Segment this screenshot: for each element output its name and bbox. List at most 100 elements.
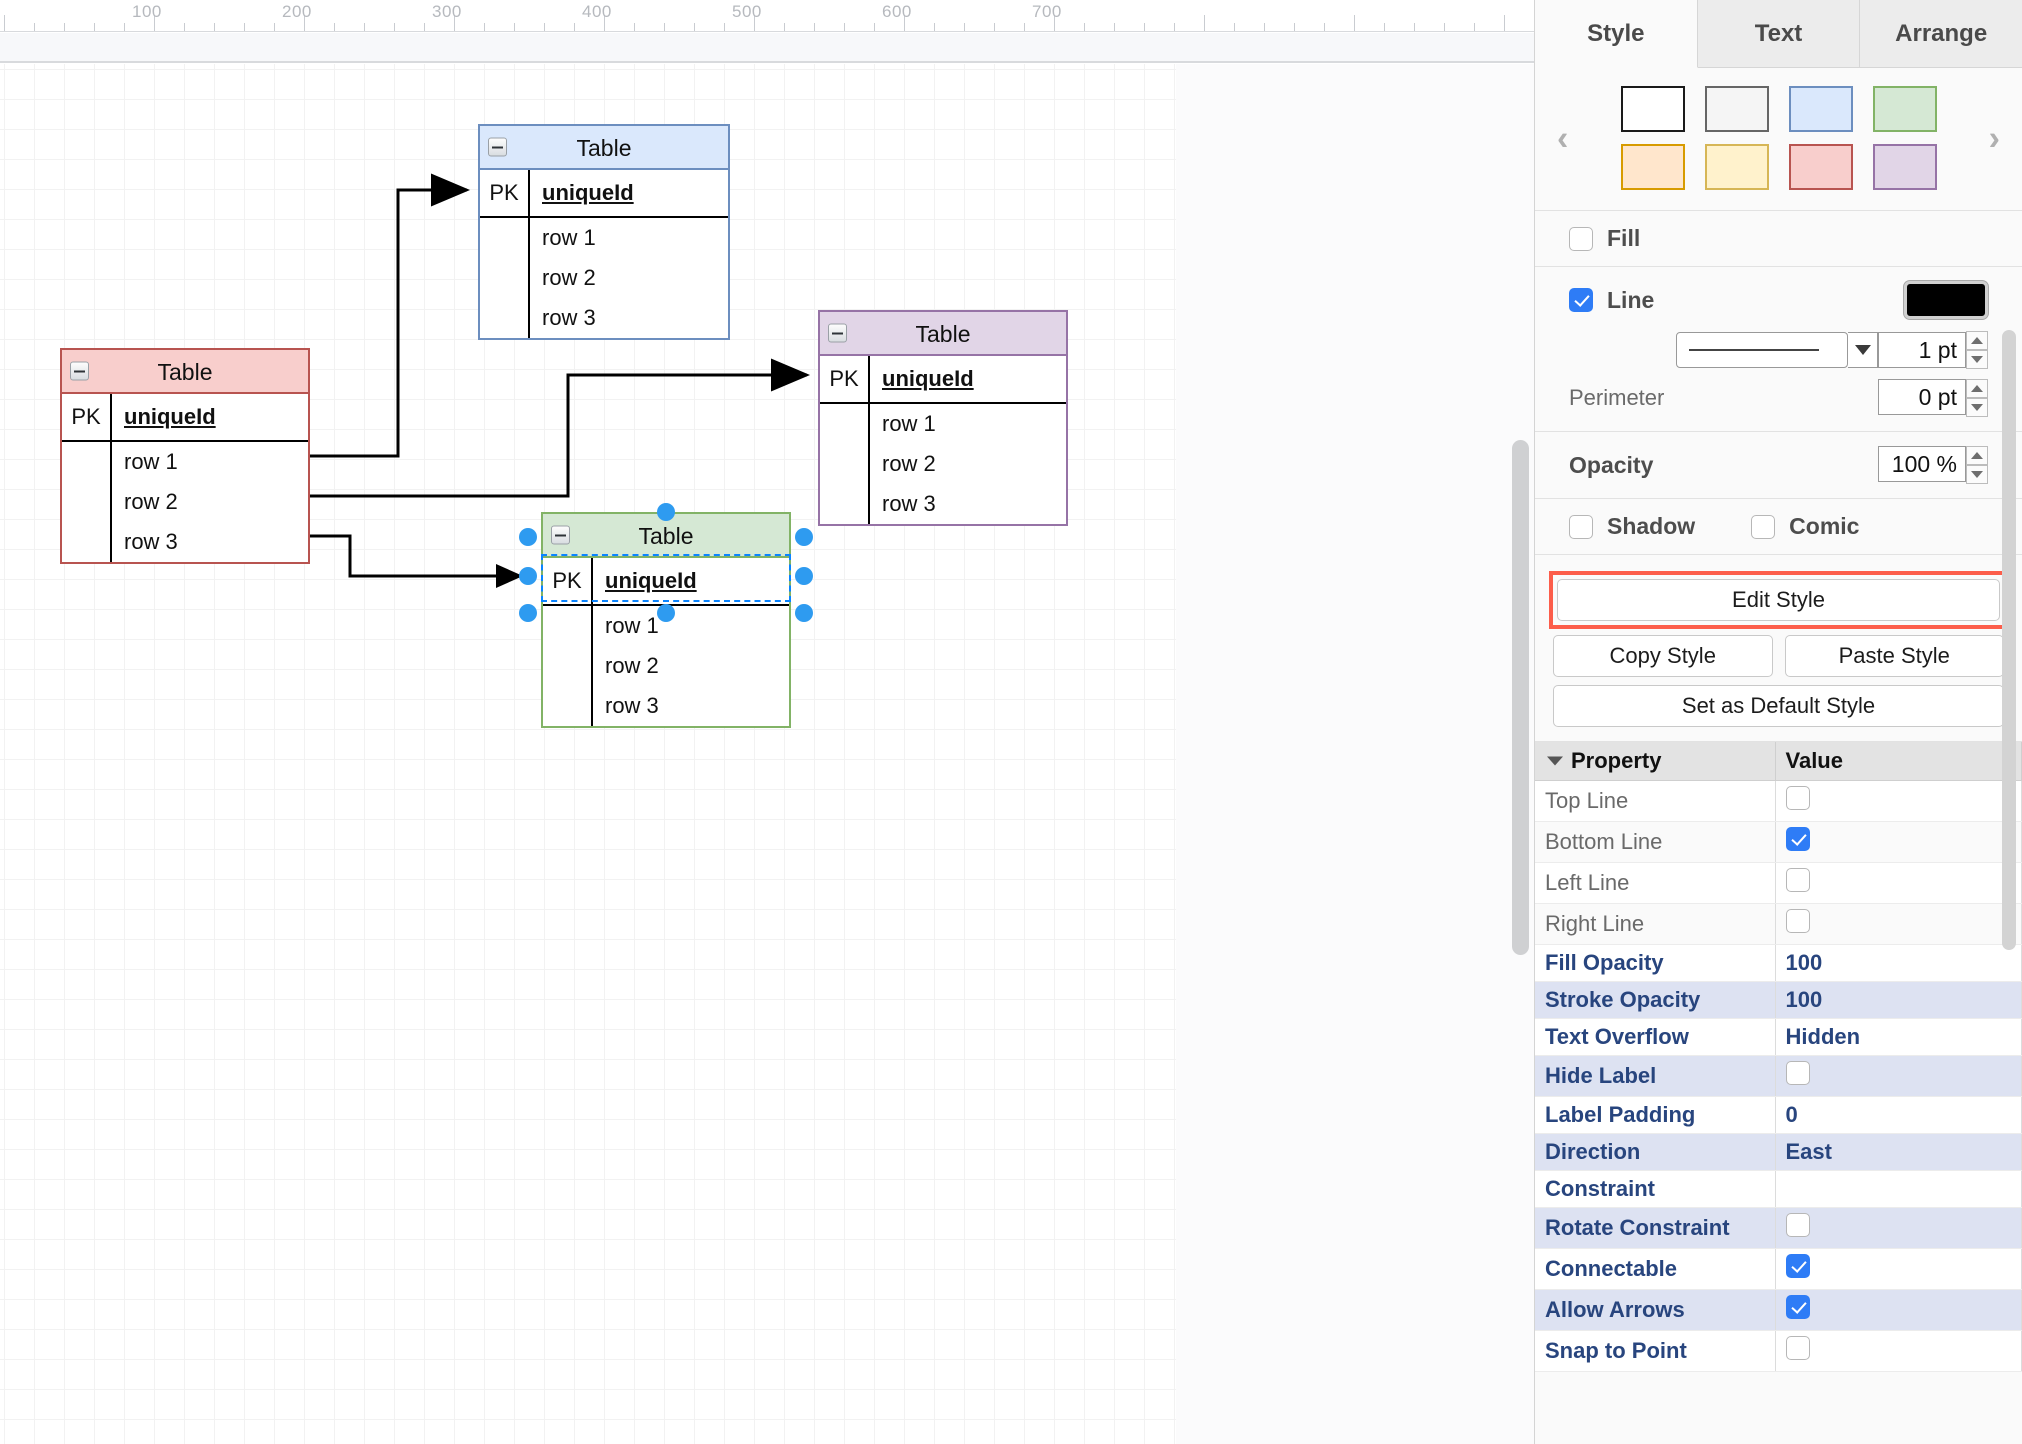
line-row[interactable]: Line [1535,281,2022,319]
style-swatch-3[interactable] [1873,86,1937,132]
stepper-down-icon[interactable] [1966,398,1988,417]
property-checkbox[interactable] [1786,1254,1810,1278]
er-row[interactable]: row 2 [62,482,308,522]
property-row[interactable]: Rotate Constraint [1535,1208,2022,1249]
property-row[interactable]: Label Padding0 [1535,1097,2022,1134]
tab-arrange[interactable]: Arrange [1860,0,2022,68]
property-checkbox[interactable] [1786,868,1810,892]
collapse-icon[interactable] [488,138,507,157]
property-checkbox[interactable] [1786,1336,1810,1360]
property-value[interactable] [1775,863,2022,904]
property-value[interactable] [1775,781,2022,822]
property-row[interactable]: Hide Label [1535,1056,2022,1097]
collapse-icon[interactable] [828,324,847,343]
property-checkbox[interactable] [1786,1295,1810,1319]
property-row[interactable]: Top Line [1535,781,2022,822]
er-row[interactable]: row 3 [543,686,789,726]
property-value[interactable] [1775,904,2022,945]
edit-style-button[interactable]: Edit Style [1557,579,2000,621]
property-value[interactable]: 100 [1775,945,2022,982]
style-swatch-2[interactable] [1789,86,1853,132]
property-row[interactable]: DirectionEast [1535,1134,2022,1171]
property-row[interactable]: Left Line [1535,863,2022,904]
resize-handle-right-middle[interactable] [795,567,813,585]
property-row[interactable]: Bottom Line [1535,822,2022,863]
er-table-red[interactable]: Table PK uniqueId row 1 row 2 r [60,348,310,564]
property-checkbox[interactable] [1786,1213,1810,1237]
property-row[interactable]: Text OverflowHidden [1535,1019,2022,1056]
property-value[interactable] [1775,1208,2022,1249]
opacity-input[interactable]: 100 % [1878,446,1966,482]
shadow-checkbox[interactable] [1569,515,1593,539]
er-row-pk[interactable]: PK uniqueId [62,394,308,442]
opacity-stepper[interactable] [1966,446,1988,484]
er-row[interactable]: row 3 [62,522,308,562]
property-value[interactable] [1775,1290,2022,1331]
property-row[interactable]: Constraint [1535,1171,2022,1208]
property-value[interactable] [1775,1056,2022,1097]
property-value[interactable] [1775,1249,2022,1290]
fill-checkbox[interactable] [1569,227,1593,251]
resize-handle-right-top[interactable] [795,528,813,546]
copy-style-button[interactable]: Copy Style [1553,635,1773,677]
property-row[interactable]: Allow Arrows [1535,1290,2022,1331]
er-row[interactable]: row 2 [480,258,728,298]
fill-row[interactable]: Fill [1535,225,2022,252]
property-value[interactable]: 0 [1775,1097,2022,1134]
property-value[interactable]: Hidden [1775,1019,2022,1056]
line-color-swatch[interactable] [1904,281,1988,319]
line-style-dropdown[interactable] [1676,332,1848,368]
style-swatch-6[interactable] [1789,144,1853,190]
set-as-default-style-button[interactable]: Set as Default Style [1553,685,2004,727]
resize-handle-left-top[interactable] [519,528,537,546]
er-table-header[interactable]: Table [820,312,1066,356]
er-table-purple[interactable]: Table PK uniqueId row 1 row 2 r [818,310,1068,526]
line-width-stepper[interactable] [1966,331,1988,369]
property-checkbox[interactable] [1786,786,1810,810]
property-value[interactable]: 100 [1775,982,2022,1019]
swatches-next-icon[interactable]: › [1989,120,2000,159]
tab-style[interactable]: Style [1535,0,1698,68]
er-row[interactable]: row 1 [820,404,1066,444]
er-row[interactable]: row 3 [480,298,728,338]
chevron-down-icon[interactable] [1848,332,1878,368]
stepper-up-icon[interactable] [1966,379,1988,398]
tab-text[interactable]: Text [1698,0,1861,68]
er-row-pk-selected[interactable]: PK uniqueId [543,558,789,606]
property-column-header[interactable]: Property [1535,742,1775,781]
style-swatch-0[interactable] [1621,86,1685,132]
resize-handle-left-bottom[interactable] [519,604,537,622]
er-row-pk[interactable]: PK uniqueId [820,356,1066,404]
line-width-input[interactable]: 1 pt [1878,332,1966,368]
perimeter-input[interactable]: 0 pt [1878,379,1966,415]
property-row[interactable]: Connectable [1535,1249,2022,1290]
property-checkbox[interactable] [1786,909,1810,933]
style-swatch-7[interactable] [1873,144,1937,190]
paste-style-button[interactable]: Paste Style [1785,635,2005,677]
style-swatch-5[interactable] [1705,144,1769,190]
style-swatch-4[interactable] [1621,144,1685,190]
stepper-up-icon[interactable] [1966,331,1988,350]
er-row[interactable]: row 3 [820,484,1066,524]
swatches-prev-icon[interactable]: ‹ [1557,120,1568,159]
property-row[interactable]: Fill Opacity100 [1535,945,2022,982]
property-row[interactable]: Right Line [1535,904,2022,945]
er-row-pk[interactable]: PK uniqueId [480,170,728,218]
canvas-vertical-scrollbar[interactable] [1512,440,1529,955]
stepper-up-icon[interactable] [1966,446,1988,465]
resize-handle-top-center[interactable] [657,503,675,521]
er-table-header[interactable]: Table [62,350,308,394]
er-table-blue[interactable]: Table PK uniqueId row 1 row 2 r [478,124,730,340]
diagram-canvas[interactable]: 100200300400500600700 [0,0,1534,1444]
er-row[interactable]: row 1 [62,442,308,482]
er-table-header[interactable]: Table [480,126,728,170]
resize-handle-bottom-center[interactable] [657,604,675,622]
stepper-down-icon[interactable] [1966,350,1988,369]
property-value[interactable]: East [1775,1134,2022,1171]
property-value[interactable] [1775,1331,2022,1372]
er-row[interactable]: row 2 [543,646,789,686]
property-row[interactable]: Stroke Opacity100 [1535,982,2022,1019]
collapse-icon[interactable] [551,526,570,545]
property-value[interactable] [1775,1171,2022,1208]
property-checkbox[interactable] [1786,827,1810,851]
